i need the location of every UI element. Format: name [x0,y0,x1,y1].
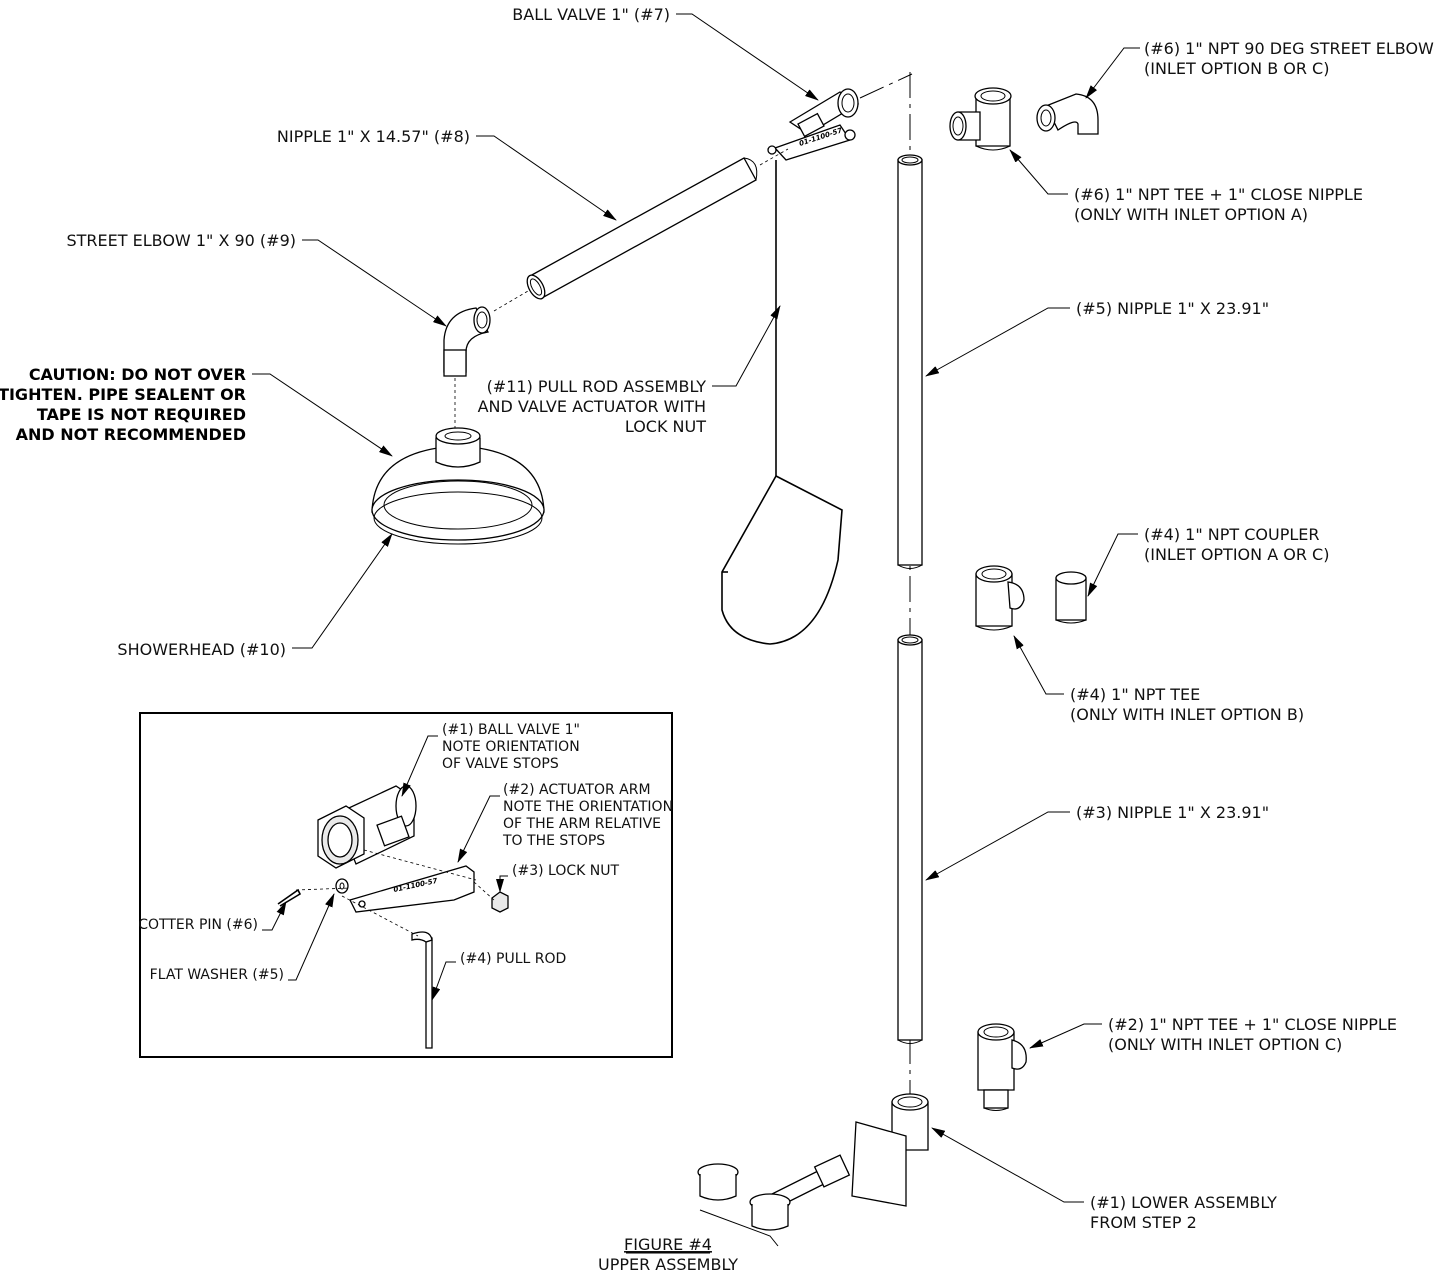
street-elbow-6-part [1036,93,1099,135]
label-tee-4-line-2: (ONLY WITH INLET OPTION B) [1070,705,1304,724]
showerhead-10-part [371,427,545,545]
tee-2-part [977,1023,1027,1111]
label-tee-4-line-1: (#4) 1" NPT TEE [1070,685,1200,704]
caution-line-3: TAPE IS NOT REQUIRED [37,405,246,424]
label-tee-6-line-2: (ONLY WITH INLET OPTION A) [1074,205,1308,224]
label-nipple-8: NIPPLE 1" X 14.57" (#8) [277,127,470,146]
label-tee-2-line-2: (ONLY WITH INLET OPTION C) [1108,1035,1342,1054]
caution-line-1: CAUTION: DO NOT OVER [29,365,246,384]
label-pull-rod-11-line-1: (#11) PULL ROD ASSEMBLY [487,377,707,396]
detail-ball-valve-line-3: OF VALVE STOPS [442,756,559,772]
figure-caption: FIGURE #4 UPPER ASSEMBLY [598,1235,738,1272]
detail-actuator-arm-part: 01-1100-57 [349,865,475,913]
label-nipple-3: (#3) NIPPLE 1" X 23.91" [1076,803,1269,822]
detail-flat-washer-label: FLAT WASHER (#5) [150,967,284,983]
detail-ball-valve-line-2: NOTE ORIENTATION [442,739,580,755]
label-showerhead-10: SHOWERHEAD (#10) [117,640,286,659]
ball-valve-7-part: 01-1100-57 [767,73,913,161]
detail-cotter-pin-label: COTTER PIN (#6) [138,917,258,933]
callout-labels: BALL VALVE 1" (#7) NIPPLE 1" X 14.57" (#… [0,5,1434,1232]
label-pull-rod-11-line-2: AND VALVE ACTUATOR WITH [478,397,706,416]
detail-ball-valve-line-1: (#1) BALL VALVE 1" [442,722,580,738]
tee-6-part [949,87,1012,151]
label-street-elbow-6-line-2: (INLET OPTION B OR C) [1144,59,1329,78]
detail-cotter-pin-part [277,888,302,907]
label-tee-2-line-1: (#2) 1" NPT TEE + 1" CLOSE NIPPLE [1108,1015,1397,1034]
caution-line-2: TIGHTEN. PIPE SEALENT OR [0,385,246,404]
label-street-elbow-6-line-1: (#6) 1" NPT 90 DEG STREET ELBOW [1144,39,1434,58]
label-lower-assembly-line-1: (#1) LOWER ASSEMBLY [1090,1193,1277,1212]
detail-lock-nut-label: (#3) LOCK NUT [512,863,619,879]
leader-lines [252,13,1140,1203]
figure-number: FIGURE #4 [624,1235,712,1254]
detail-actuator-arm-line-2: NOTE THE ORIENTATION [503,799,673,815]
coupler-4-part [1055,571,1087,624]
nipple-8-part [493,148,789,312]
label-pull-rod-11-line-3: LOCK NUT [625,417,706,436]
nipple-3-part [897,634,923,1044]
lower-assembly-1-part [697,1093,929,1247]
detail-pull-rod-part [411,931,433,1049]
tee-4-part [975,565,1025,631]
label-tee-6-line-1: (#6) 1" NPT TEE + 1" CLOSE NIPPLE [1074,185,1363,204]
detail-actuator-arm-line-4: TO THE STOPS [502,833,605,849]
nipple-5-part [897,154,923,569]
street-elbow-9-part [443,306,491,428]
label-street-elbow-9: STREET ELBOW 1" X 90 (#9) [66,231,296,250]
label-coupler-4-line-2: (INLET OPTION A OR C) [1144,545,1329,564]
label-coupler-4-line-1: (#4) 1" NPT COUPLER [1144,525,1320,544]
detail-actuator-arm-line-3: OF THE ARM RELATIVE [503,816,661,832]
detail-actuator-arm-line-1: (#2) ACTUATOR ARM [503,782,651,798]
caution-line-4: AND NOT RECOMMENDED [16,425,246,444]
detail-inset: 01-1100-57 [138,712,673,1058]
detail-pull-rod-label: (#4) PULL ROD [460,951,566,967]
label-nipple-5: (#5) NIPPLE 1" X 23.91" [1076,299,1269,318]
detail-flat-washer-part [335,878,349,894]
pull-rod-11-part [721,160,843,645]
label-ball-valve-7: BALL VALVE 1" (#7) [512,5,670,24]
detail-ball-valve-part [317,785,417,869]
label-lower-assembly-line-2: FROM STEP 2 [1090,1213,1197,1232]
figure-title: UPPER ASSEMBLY [598,1255,738,1272]
